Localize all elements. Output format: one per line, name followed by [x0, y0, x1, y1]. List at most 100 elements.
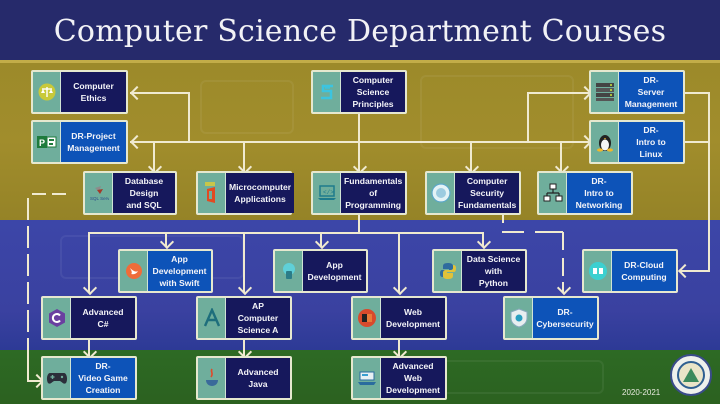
course-dr-video-game-creation[interactable]: DR- Video Game Creation [41, 356, 137, 400]
course-label: DR-Project Management [61, 122, 126, 162]
course-label: DR- Server Management [619, 72, 683, 112]
course-dr-project-management[interactable]: P DR-Project Management [31, 120, 128, 164]
connector [560, 141, 562, 171]
course-label: DR-Cloud Computing [612, 251, 676, 291]
course-advanced-java[interactable]: Advanced Java [196, 356, 292, 400]
connector [685, 92, 709, 94]
ms-project-icon: P [33, 122, 61, 162]
title-band [0, 0, 720, 62]
circuit-trace [200, 80, 294, 134]
connector [527, 92, 590, 94]
dashed-connector [27, 198, 29, 220]
dashed-connector [562, 258, 564, 276]
course-ap-computer-science-a[interactable]: AP Computer Science A [196, 296, 292, 340]
connector [470, 141, 472, 171]
course-label: Database Design and SQL [113, 173, 175, 213]
connector [398, 232, 400, 292]
web-dev-icon [353, 358, 381, 398]
java-icon [198, 358, 226, 398]
svg-text:P: P [39, 138, 45, 148]
page-title: Computer Science Department Courses [53, 13, 667, 49]
course-microcomputer-applications[interactable]: Microcomputer Applications [196, 171, 295, 215]
course-dr-server-management[interactable]: DR- Server Management [589, 70, 685, 114]
connector [358, 114, 360, 173]
csharp-icon [43, 298, 71, 338]
dashed-connector [27, 380, 41, 382]
course-label: Fundamentals of Programming [341, 173, 406, 213]
connector [358, 213, 360, 233]
python-icon [434, 251, 462, 291]
connector [130, 141, 522, 143]
dashed-connector [502, 231, 524, 233]
course-app-development-swift[interactable]: App Development with Swift [118, 249, 213, 293]
swift-icon [120, 251, 148, 291]
connector [243, 232, 245, 292]
course-database-design-sql[interactable]: SQL Server Database Design and SQL [83, 171, 177, 215]
course-label: Data Science with Python [462, 251, 525, 291]
scales-icon [33, 72, 61, 112]
course-label: Advanced Web Development [381, 358, 445, 398]
course-label: DR- Cybersecurity [533, 298, 597, 338]
course-computer-security-fundamentals[interactable]: Computer Security Fundamentals [425, 171, 521, 215]
connector [88, 232, 90, 292]
dashed-connector [52, 193, 66, 195]
network-icon [539, 173, 567, 213]
connector [482, 232, 484, 246]
course-dr-intro-to-linux[interactable]: DR- Intro to Linux [589, 120, 685, 164]
course-label: Web Development [381, 298, 445, 338]
course-label: Computer Ethics [61, 72, 126, 112]
course-fundamentals-of-programming[interactable]: </> Fundamentals of Programming [311, 171, 407, 215]
connector [708, 92, 710, 272]
course-dr-cloud-computing[interactable]: DR-Cloud Computing [582, 249, 678, 293]
course-dr-cybersecurity[interactable]: DR- Cybersecurity [503, 296, 599, 340]
cloud-icon [584, 251, 612, 291]
svg-text:SQL Server: SQL Server [90, 196, 109, 201]
course-label: AP Computer Science A [226, 298, 290, 338]
course-data-science-python[interactable]: Data Science with Python [432, 249, 527, 293]
connector [165, 232, 167, 246]
dashed-connector [562, 232, 564, 250]
connector [320, 232, 322, 246]
sql-server-icon: SQL Server [85, 173, 113, 213]
dashed-connector [502, 213, 504, 223]
course-label: Advanced C# [71, 298, 135, 338]
course-label: Computer Science Principles [341, 72, 405, 112]
connector [130, 92, 190, 94]
course-computer-science-principles[interactable]: Computer Science Principles [311, 70, 407, 114]
course-label: Microcomputer Applications [226, 173, 295, 213]
connector [153, 141, 155, 171]
csp-logo-icon [313, 72, 341, 112]
connector [685, 141, 709, 143]
gamepad-icon [43, 358, 71, 398]
dashed-connector [27, 254, 29, 276]
connector [398, 340, 400, 356]
course-label: Computer Security Fundamentals [455, 173, 520, 213]
course-computer-ethics[interactable]: Computer Ethics [31, 70, 128, 114]
connector [520, 141, 590, 143]
office-icon [198, 173, 226, 213]
connector [243, 141, 245, 171]
connector [188, 92, 190, 142]
course-advanced-web-development[interactable]: Advanced Web Development [351, 356, 447, 400]
dashed-connector [535, 231, 563, 233]
course-label: App Development with Swift [148, 251, 211, 291]
school-year: 2020-2021 [622, 388, 661, 397]
course-advanced-csharp[interactable]: Advanced C# [41, 296, 137, 340]
course-label: DR- Intro to Networking [567, 173, 631, 213]
connector [88, 340, 90, 356]
band-divider [0, 60, 720, 63]
connector [680, 270, 710, 272]
connector [88, 232, 484, 234]
penguin-icon [591, 122, 619, 162]
svg-text:</>: </> [323, 189, 334, 196]
security-seal-icon [427, 173, 455, 213]
shield-icon [505, 298, 533, 338]
dashed-connector [27, 338, 29, 382]
course-dr-intro-to-networking[interactable]: DR- Intro to Networking [537, 171, 633, 215]
dashed-connector [27, 310, 29, 332]
course-web-development[interactable]: Web Development [351, 296, 447, 340]
connector [527, 92, 529, 142]
html5-icon [353, 298, 381, 338]
course-label: Advanced Java [226, 358, 290, 398]
course-app-development[interactable]: App Development [273, 249, 368, 293]
